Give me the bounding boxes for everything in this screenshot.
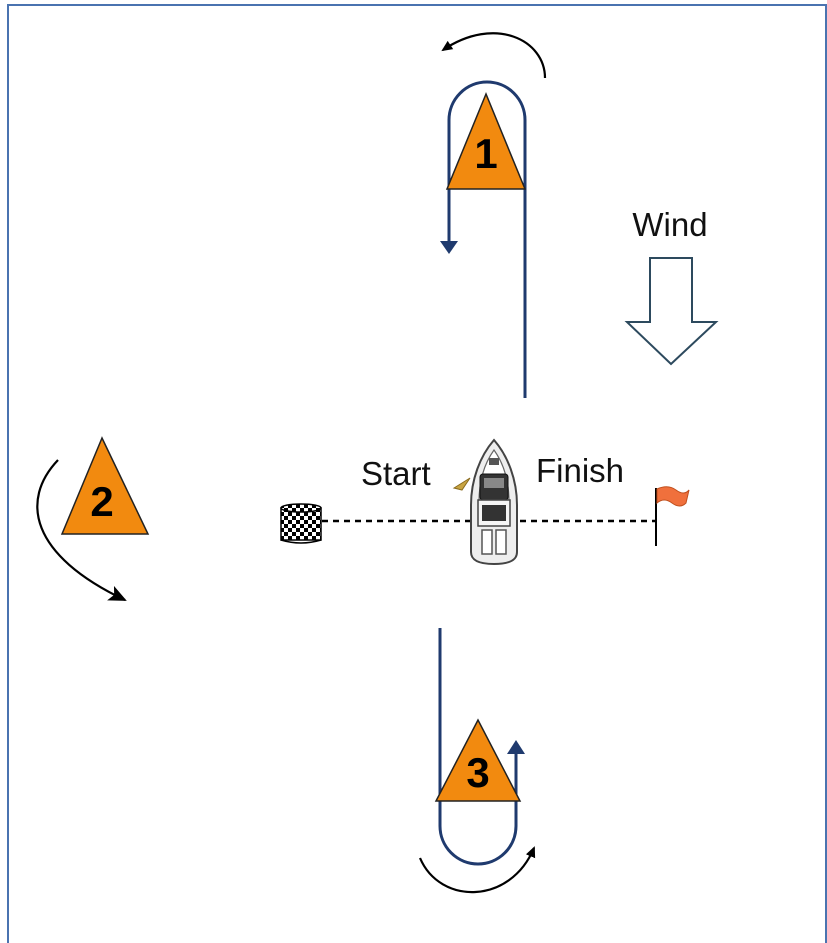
- mark-1: 1: [445, 92, 527, 190]
- course-line-lower: [438, 628, 525, 866]
- rotation-arrow-3: [418, 846, 536, 894]
- mark-1-triangle: [445, 92, 527, 190]
- mark-3-number: 3: [466, 749, 489, 796]
- course-line-upper: [440, 80, 527, 398]
- wind-label: Wind: [632, 206, 707, 243]
- course-up-arrowhead: [507, 740, 525, 754]
- start-label: Start: [361, 455, 431, 492]
- mark-1-number: 1: [474, 130, 497, 177]
- committee-boat-icon: [452, 438, 518, 566]
- mark-3-triangle: [434, 718, 522, 802]
- rotation-arrow-2: [36, 459, 127, 601]
- finish-label: Finish: [536, 452, 624, 489]
- rotation-arrow-1: [441, 32, 547, 79]
- mark-2-number: 2: [90, 478, 113, 525]
- mark-3: 3: [434, 718, 522, 802]
- diagram-frame: [7, 4, 827, 943]
- course-down-arrowhead: [440, 241, 458, 254]
- mark-2: 2: [60, 436, 150, 535]
- orange-flag-icon: [655, 486, 690, 546]
- mark-2-triangle: [60, 436, 150, 535]
- wind-arrow-icon: [624, 257, 719, 366]
- checkered-buoy-icon: [280, 503, 322, 544]
